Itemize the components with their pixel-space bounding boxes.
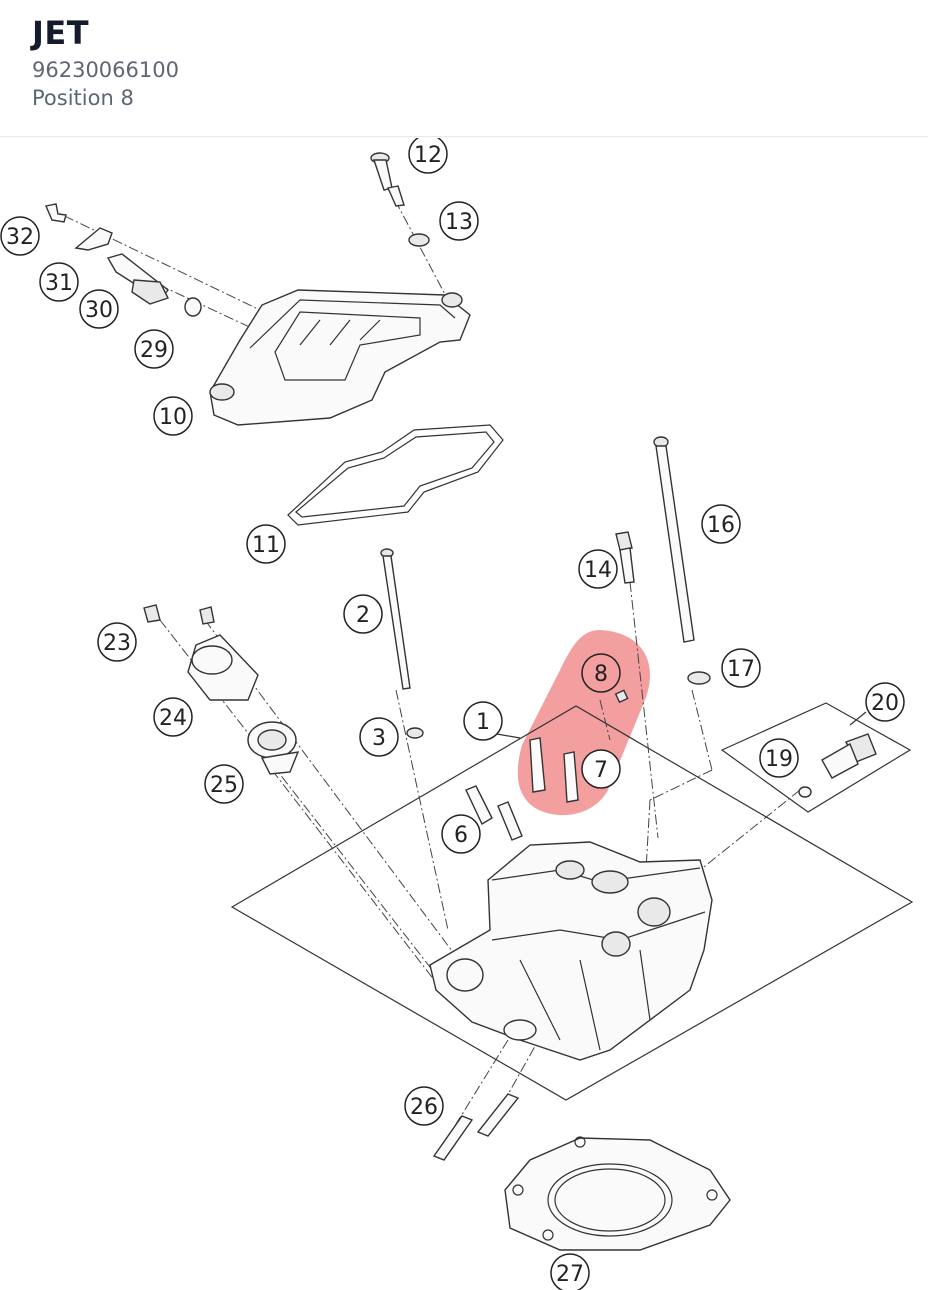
callout-labels: 1236781011121314161719202324252627293031… <box>0 138 905 1290</box>
header: JET 96230066100 Position 8 <box>0 0 928 137</box>
breather-parts <box>45 203 202 317</box>
callout-8[interactable]: 8 <box>581 653 621 693</box>
valve-guides-7 <box>529 737 579 803</box>
callout-number: 14 <box>584 558 612 583</box>
head-gasket-27 <box>504 1136 731 1251</box>
callout-13[interactable]: 13 <box>439 201 479 241</box>
callout-number: 31 <box>45 271 73 296</box>
long-bolt-16 <box>653 436 711 685</box>
callout-number: 23 <box>103 631 131 656</box>
callout-number: 11 <box>252 533 280 558</box>
valve-part-6 <box>465 785 523 841</box>
callout-19[interactable]: 19 <box>759 738 799 778</box>
callout-11[interactable]: 11 <box>246 524 286 564</box>
jet-8 <box>614 689 629 704</box>
callout-12[interactable]: 12 <box>408 138 448 174</box>
temperature-sensor-19 <box>798 733 877 798</box>
cylinder-head <box>429 841 713 1061</box>
callout-number: 20 <box>871 691 899 716</box>
dowel-pins-26 <box>432 1093 520 1161</box>
callout-number: 24 <box>159 706 187 731</box>
callout-number: 1 <box>476 710 490 735</box>
callout-number: 10 <box>159 405 187 430</box>
callout-20[interactable]: 20 <box>865 682 905 722</box>
callout-number: 17 <box>727 657 755 682</box>
callout-10[interactable]: 10 <box>153 396 193 436</box>
callout-7[interactable]: 7 <box>581 749 621 789</box>
callout-number: 16 <box>707 513 735 538</box>
callout-26[interactable]: 26 <box>404 1086 444 1126</box>
callout-number: 32 <box>6 225 34 250</box>
sensor-frame <box>720 702 912 813</box>
part-title: JET <box>32 14 90 52</box>
callout-number: 3 <box>372 726 386 751</box>
callout-number: 29 <box>140 338 168 363</box>
callout-number: 12 <box>414 143 442 168</box>
washer-13 <box>408 233 430 247</box>
callout-25[interactable]: 25 <box>204 764 244 804</box>
cylinder-head-frame <box>230 705 914 1101</box>
callout-27[interactable]: 27 <box>550 1253 590 1290</box>
long-bolt-2 <box>380 548 424 739</box>
callout-number: 25 <box>210 773 238 798</box>
callout-31[interactable]: 31 <box>39 262 79 302</box>
callout-29[interactable]: 29 <box>134 329 174 369</box>
valve-cover-gasket <box>287 424 504 526</box>
bolt-14 <box>615 531 635 584</box>
callout-24[interactable]: 24 <box>153 697 193 737</box>
callout-17[interactable]: 17 <box>721 648 761 688</box>
callout-16[interactable]: 16 <box>701 504 741 544</box>
callout-32[interactable]: 32 <box>0 216 40 256</box>
callout-number: 2 <box>356 603 370 628</box>
callout-2[interactable]: 2 <box>343 594 383 634</box>
callout-30[interactable]: 30 <box>79 289 119 329</box>
bolt-12 <box>370 152 405 207</box>
callout-23[interactable]: 23 <box>97 622 137 662</box>
highlight-region <box>517 630 650 816</box>
callout-number: 26 <box>410 1095 438 1120</box>
callout-number: 27 <box>556 1262 584 1287</box>
part-number: 96230066100 <box>32 58 179 82</box>
position-label: Position 8 <box>32 86 134 110</box>
callout-number: 19 <box>765 747 793 772</box>
callout-number: 6 <box>454 823 468 848</box>
callout-6[interactable]: 6 <box>441 814 481 854</box>
callout-14[interactable]: 14 <box>578 549 618 589</box>
exploded-parts-diagram[interactable]: 1236781011121314161719202324252627293031… <box>0 138 928 1290</box>
callout-number: 7 <box>594 758 608 783</box>
callout-3[interactable]: 3 <box>359 717 399 757</box>
thermostat-parts <box>143 604 300 775</box>
callout-number: 13 <box>445 210 473 235</box>
callout-1[interactable]: 1 <box>463 701 503 741</box>
callout-number: 8 <box>594 662 608 687</box>
valve-cover <box>209 289 471 426</box>
callout-number: 30 <box>85 298 113 323</box>
